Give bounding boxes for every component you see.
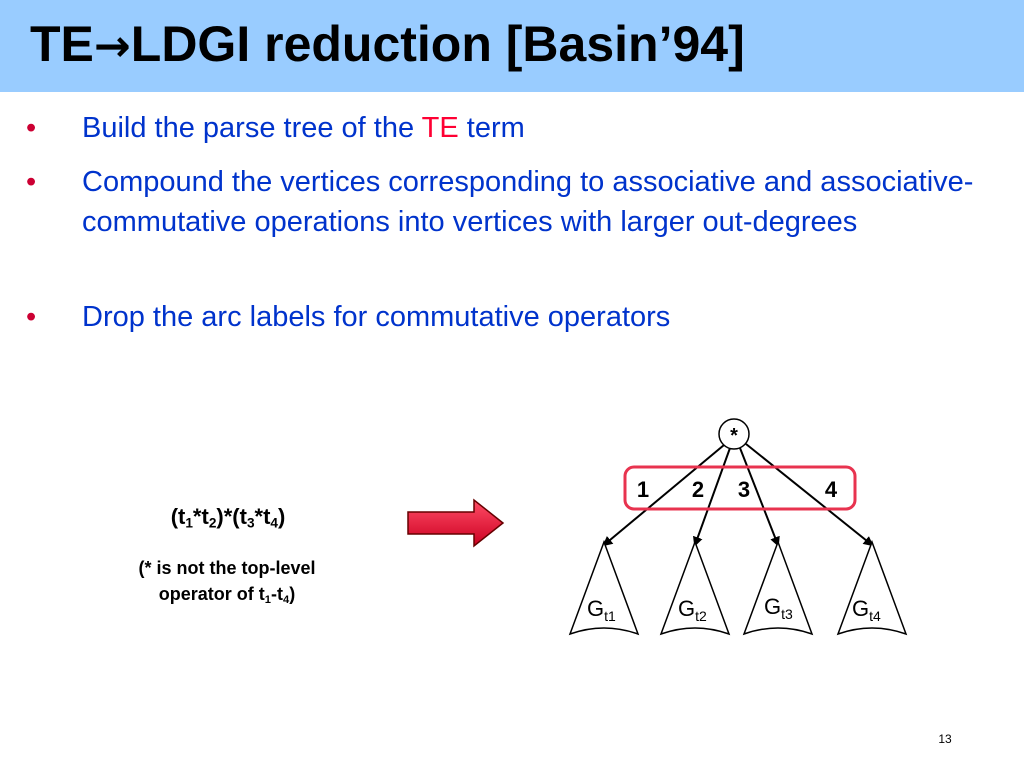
bullet-marker: • — [26, 301, 37, 333]
subgraph-label-t2: Gt2 — [678, 596, 707, 624]
bullet-marker: • — [26, 112, 37, 144]
subgraph-triangle-t1 — [568, 539, 640, 636]
bullet-marker: • — [26, 166, 37, 198]
arc-label-2: 2 — [692, 477, 704, 502]
bullet-text: Drop the arc labels for commutative oper… — [82, 301, 671, 333]
arc-labels-highlight-box — [623, 465, 857, 511]
title-part-reduction: LDGI reduction [Basin’94] — [130, 16, 745, 72]
arc-label-4: 4 — [825, 477, 838, 502]
title-bar — [0, 0, 1024, 92]
tree-edge — [693, 447, 731, 547]
note-line-2: operator of t1-t4) — [158, 584, 296, 606]
bullet-text: Build the parse tree of the TE term — [82, 108, 1002, 148]
transform-arrow-icon — [407, 498, 505, 548]
tree-edge — [602, 444, 725, 547]
bullet-text-pre: Build the parse tree of the — [82, 112, 422, 144]
subgraph-label-t1: Gt1 — [587, 596, 616, 624]
title-part-te: TE — [30, 16, 94, 72]
subgraph-label-t3: Gt3 — [764, 594, 793, 622]
tree-edge — [739, 447, 780, 547]
root-label: * — [730, 425, 738, 447]
top-level-note: (* is not the top-level operator of t1-t… — [95, 555, 359, 607]
subgraph-triangle-t2 — [659, 539, 731, 636]
term-expression: (t1*t2)*(t3*t4) — [170, 504, 286, 531]
te-highlight: TE — [421, 112, 459, 144]
subgraph-label-t4: Gt4 — [852, 596, 881, 624]
arc-label-3: 3 — [738, 477, 750, 502]
bullet-text: Compound the vertices corresponding to a… — [82, 166, 974, 238]
subgraph-triangle-t3 — [742, 539, 814, 636]
right-arrow-symbol: → — [93, 21, 131, 72]
root-node — [718, 418, 750, 450]
tree-edge — [745, 443, 874, 547]
note-line-1: (* is not the top-level — [138, 558, 316, 578]
slide-number: 13 — [938, 732, 952, 746]
slide-title: TE→LDGI reduction [Basin’94] — [30, 14, 745, 77]
subgraph-triangle-t4 — [836, 539, 908, 636]
bullet-text-post: term — [458, 112, 525, 144]
arc-label-1: 1 — [637, 477, 649, 502]
